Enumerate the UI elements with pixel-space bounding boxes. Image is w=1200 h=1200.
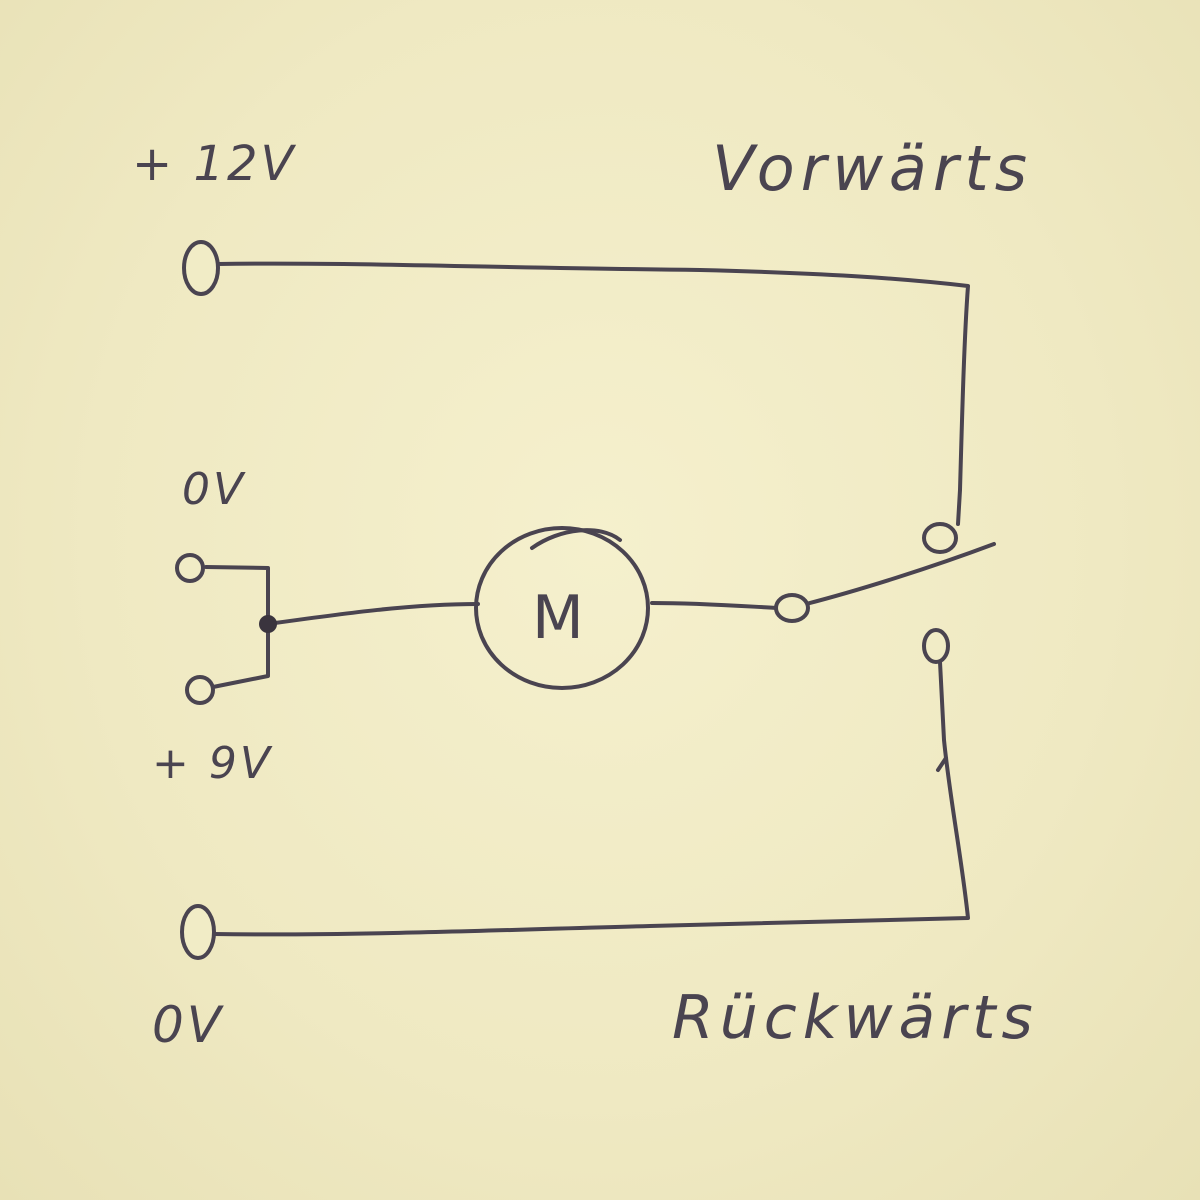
- wire-tick-mark: [936, 756, 948, 772]
- wire-12v-to-forward-contact: [216, 261, 970, 526]
- junction-dot: [259, 615, 277, 633]
- motor-label: M: [532, 583, 584, 653]
- wire-0v-to-backward-contact: [212, 660, 970, 937]
- switch-pivot: [774, 593, 810, 623]
- terminal-0v-bottom: [180, 904, 216, 960]
- label-backward: Rückwärts: [672, 983, 1039, 1053]
- motor-circle: [474, 526, 650, 690]
- label-12v: + 12V: [132, 136, 297, 192]
- terminal-9v: [185, 675, 215, 705]
- wire-junction-to-motor: [266, 602, 480, 626]
- motor-circle-overlap: [530, 528, 622, 550]
- terminal-0v-top: [175, 553, 205, 583]
- label-9v: + 9V: [152, 738, 273, 789]
- switch-contact-backward: [922, 628, 950, 664]
- label-0v-bottom: 0V: [152, 996, 225, 1054]
- wire-bracket-0v-9v: [204, 565, 270, 690]
- label-forward: Vorwärts: [712, 132, 1034, 205]
- label-0v-top: 0V: [182, 464, 247, 515]
- switch-contact-forward: [922, 522, 958, 554]
- terminal-12v: [182, 240, 220, 296]
- wire-motor-to-switch: [650, 601, 780, 610]
- switch-lever: [804, 542, 996, 606]
